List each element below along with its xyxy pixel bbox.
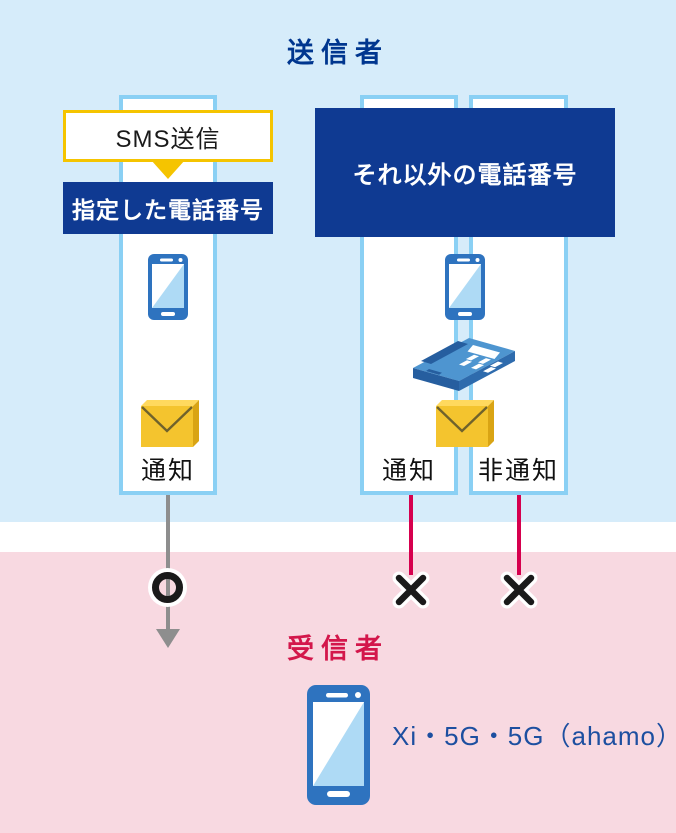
callout-pointer-icon [151,160,185,179]
delivered-circle-icon [152,572,183,603]
sender-zone-background [0,0,676,522]
envelope-icon [141,400,199,447]
blocked-flow-line [409,495,413,575]
blocked-cross-icon [500,571,538,609]
down-arrow-icon [156,629,180,648]
landline-phone-icon [413,338,515,391]
receiver-device-label: Xi・5G・5G（ahamo） [392,721,676,751]
receiver-section-title: 受信者 [287,634,389,664]
smartphone-icon [445,254,485,320]
blocked-flow-line [517,495,521,575]
result-label-notified: 通知 [140,457,195,485]
specified-number-box: 指定した電話番号 [63,182,273,234]
envelope-icon [436,400,494,447]
receiver-smartphone-icon [307,685,370,805]
result-label-anonymous: 非通知 [477,457,559,485]
sms-send-callout: SMS送信 [63,110,273,162]
other-number-box: それ以外の電話番号 [315,108,615,237]
blocked-cross-icon [392,571,430,609]
smartphone-icon [148,254,188,320]
sender-section-title: 送信者 [287,38,389,68]
result-label-notified: 通知 [381,457,436,485]
zone-divider [0,522,676,552]
delivery-flow-line [166,495,170,630]
